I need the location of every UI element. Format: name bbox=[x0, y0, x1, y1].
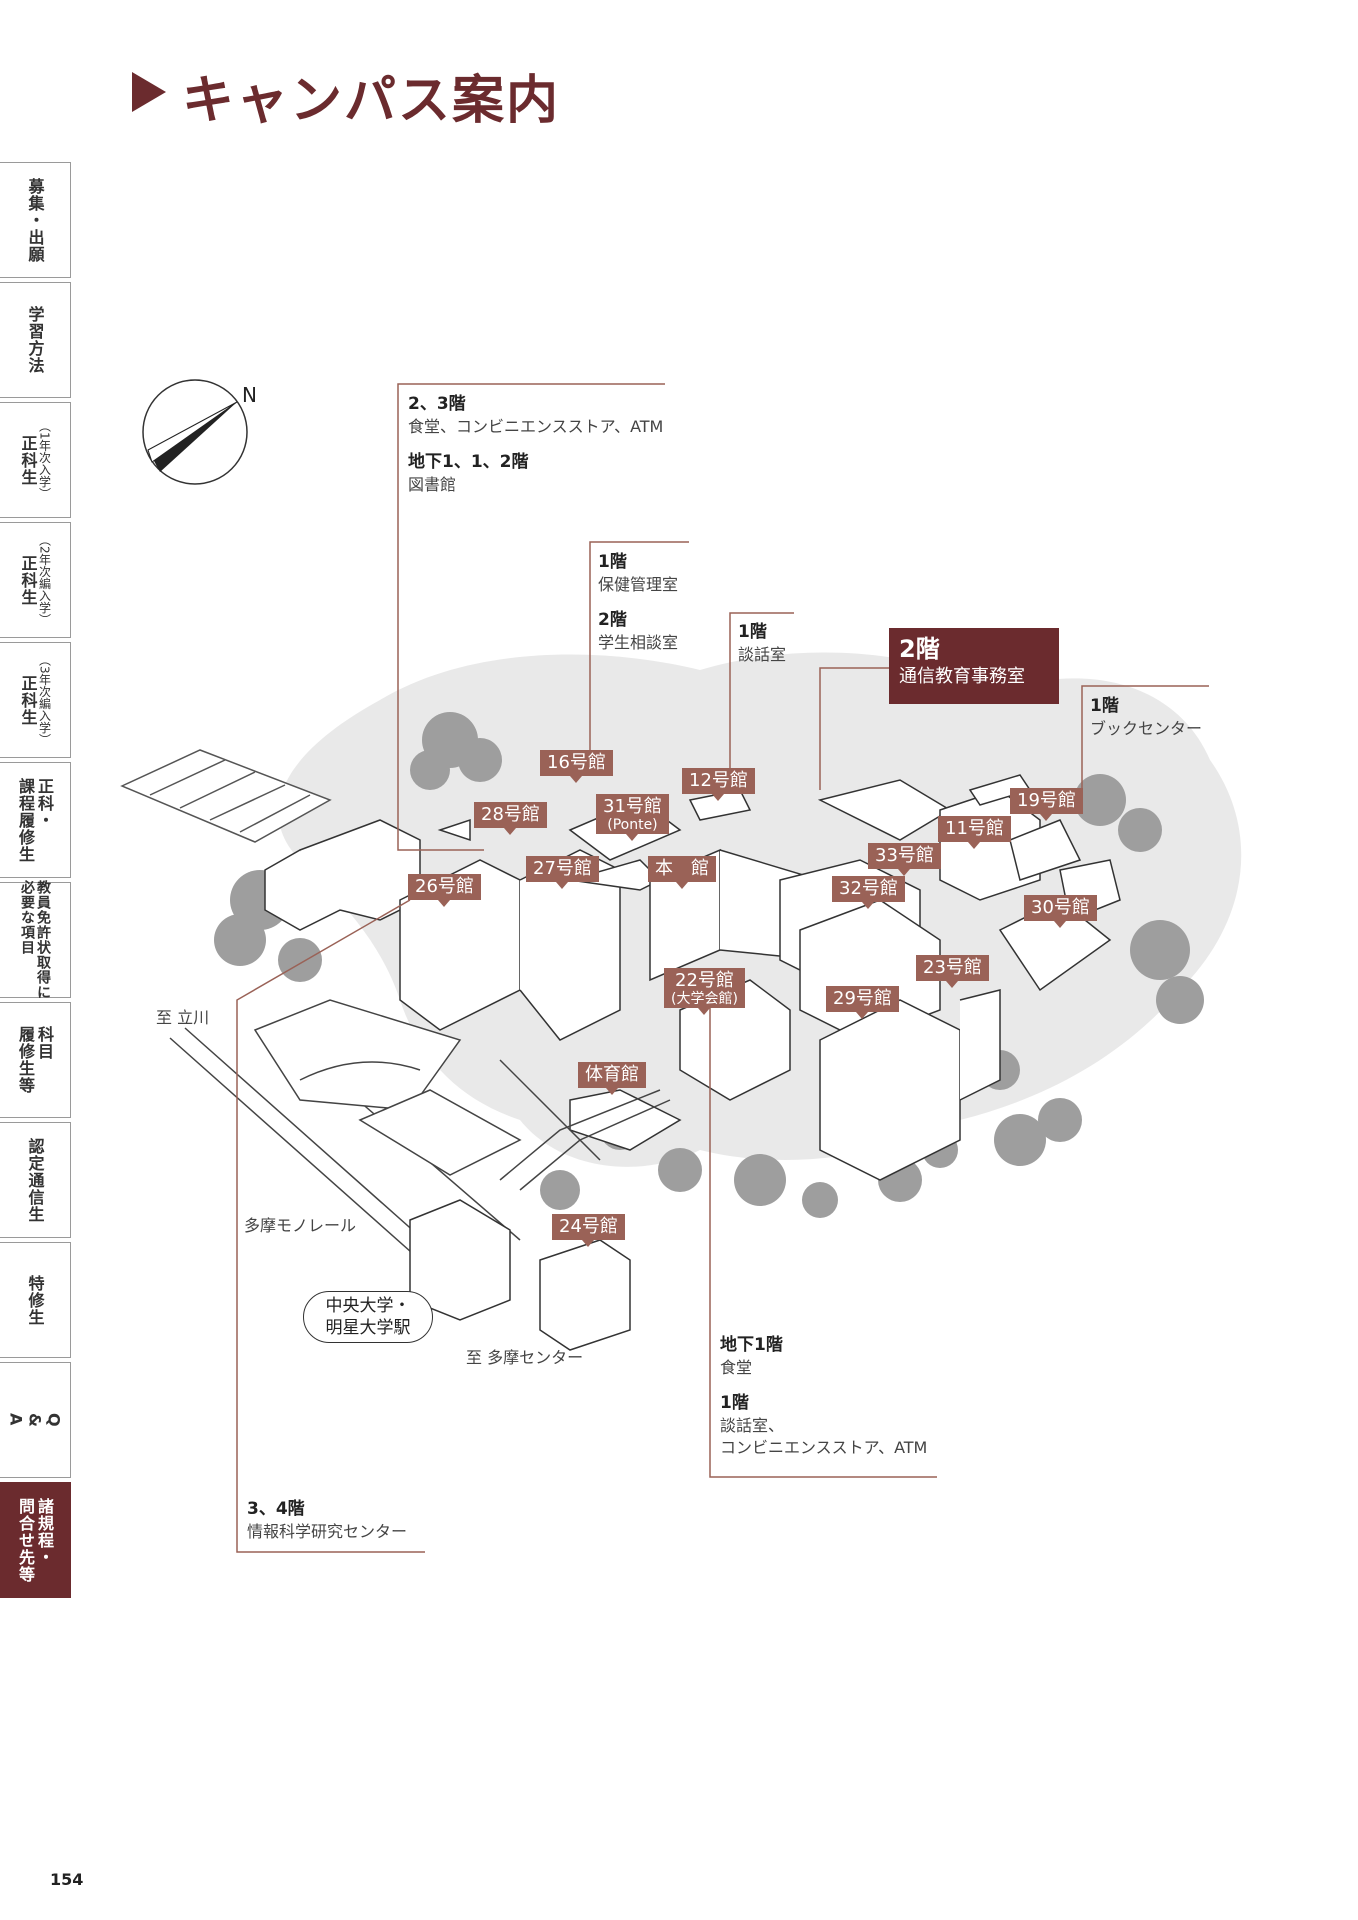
info-main-office: 2階 通信教育事務室 bbox=[889, 628, 1059, 704]
label-building-16[interactable]: 16号館 bbox=[540, 750, 613, 783]
tab-regulations-contacts[interactable]: 諸規程・ 問合せ先等 bbox=[0, 1482, 71, 1598]
info-b19: 1階 ブックセンター bbox=[1090, 696, 1203, 738]
label-building-29[interactable]: 29号館 bbox=[826, 986, 899, 1019]
parking-lot bbox=[120, 749, 332, 843]
walkways bbox=[499, 1059, 671, 1191]
tab-teaching-license[interactable]: 教員免許状取得に 必要な項目 bbox=[0, 880, 71, 1000]
tab-certified-student[interactable]: 認定通信生 bbox=[0, 1122, 71, 1238]
label-building-11[interactable]: 11号館 bbox=[938, 816, 1011, 849]
info-b26: 3、4階 情報科学研究センター bbox=[247, 1499, 408, 1541]
tab-application[interactable]: 募集・出願 bbox=[0, 162, 71, 278]
info-b16: 1階 保健管理室 2階 学生相談室 bbox=[598, 552, 679, 652]
tab-regular-2nd-year[interactable]: 正科生（2年次編入学） bbox=[0, 522, 71, 638]
station-label: 中央大学・ 明星大学駅 bbox=[303, 1291, 433, 1343]
info-b28: 2、3階 食堂、コンビニエンスストア、ATM 地下1、1、2階 図書館 bbox=[408, 394, 664, 494]
label-gymnasium[interactable]: 体育館 bbox=[578, 1062, 646, 1095]
tab-qa[interactable]: Q & A bbox=[0, 1362, 71, 1478]
tab-course-student[interactable]: 正科・ 課程履修生 bbox=[0, 762, 71, 878]
tab-subject-student[interactable]: 科目 履修生等 bbox=[0, 1002, 71, 1118]
monorail-label: 多摩モノレール bbox=[244, 1216, 357, 1235]
direction-tachikawa: 至 立川 bbox=[156, 1008, 210, 1027]
tennis-courts bbox=[358, 1089, 522, 1176]
label-building-33[interactable]: 33号館 bbox=[868, 843, 941, 876]
label-building-19[interactable]: 19号館 bbox=[1010, 788, 1083, 821]
page-number: 154 bbox=[50, 1870, 84, 1889]
callout-lines bbox=[236, 383, 1209, 1553]
label-building-27[interactable]: 27号館 bbox=[526, 856, 599, 889]
label-building-26[interactable]: 26号館 bbox=[408, 874, 481, 907]
label-building-28[interactable]: 28号館 bbox=[474, 802, 547, 835]
label-building-32[interactable]: 32号館 bbox=[832, 876, 905, 909]
buildings bbox=[264, 774, 1121, 1351]
tab-regular-3rd-year[interactable]: 正科生（3年次編入学） bbox=[0, 642, 71, 758]
info-b22: 地下1階 食堂 1階 談話室、 コンビニエンスストア、ATM bbox=[720, 1335, 928, 1457]
tab-regular-1st-year[interactable]: 正科生（1年次入学） bbox=[0, 402, 71, 518]
tab-study-method[interactable]: 学習方法 bbox=[0, 282, 71, 398]
info-b12: 1階 談話室 bbox=[738, 622, 787, 664]
direction-tama-center: 至 多摩センター bbox=[466, 1348, 584, 1367]
label-building-22[interactable]: 22号館 (大学会館) bbox=[664, 968, 745, 1015]
label-building-23[interactable]: 23号館 bbox=[916, 955, 989, 988]
baseball-stadium bbox=[253, 999, 462, 1111]
compass-icon bbox=[142, 379, 248, 485]
north-label: N bbox=[242, 383, 257, 407]
tab-special-student[interactable]: 特修生 bbox=[0, 1242, 71, 1358]
page-title: キャンパス案内 bbox=[182, 71, 561, 131]
label-building-31[interactable]: 31号館 (Ponte) bbox=[596, 794, 669, 841]
label-building-24[interactable]: 24号館 bbox=[552, 1214, 625, 1247]
title-triangle-icon bbox=[132, 72, 166, 112]
label-building-30[interactable]: 30号館 bbox=[1024, 895, 1097, 928]
label-building-12[interactable]: 12号館 bbox=[682, 768, 755, 801]
label-main-building[interactable]: 本 館 bbox=[648, 856, 716, 889]
